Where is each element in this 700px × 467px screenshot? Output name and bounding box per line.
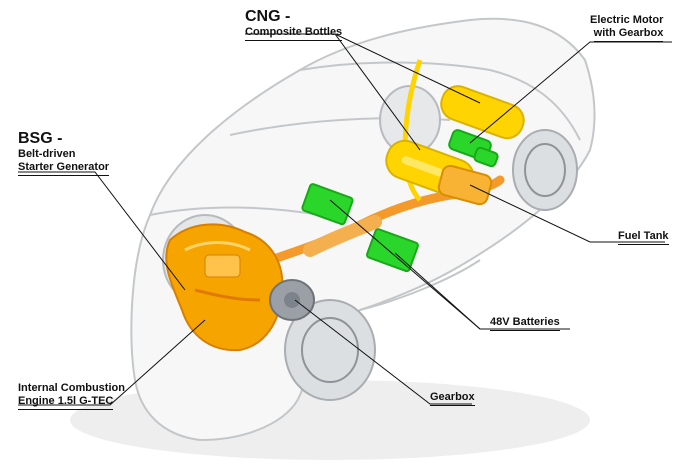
batteries-text: 48V Batteries [490, 316, 560, 331]
wheel-icon [284, 299, 376, 401]
ice-line2: Engine 1.5l G-TEC [18, 395, 114, 410]
wheels [162, 85, 578, 401]
gearbox-icon [269, 279, 315, 321]
electric-motor-label: Electric Motor with Gearbox [590, 14, 664, 42]
fuel-tank-text: Fuel Tank [618, 230, 669, 245]
battery-pack-icon [366, 228, 419, 273]
electric-motor-line2: with Gearbox [593, 27, 664, 42]
leader-lines [18, 33, 672, 406]
bsg-label: BSG - Belt-driven Starter Generator [18, 130, 110, 176]
bsg-title: BSG - [18, 130, 63, 147]
cng-bottle-icon [440, 85, 525, 140]
fuel-tank-icon [437, 164, 493, 206]
ice-label: Internal Combustion Engine 1.5l G-TEC [18, 382, 125, 410]
cng-label: CNG - Composite Bottles [245, 8, 343, 41]
bsg-line1: Belt-driven [18, 148, 76, 160]
engine-icon [165, 223, 284, 352]
batteries-label: 48V Batteries [490, 316, 560, 331]
cng-title: CNG - [245, 8, 291, 25]
electric-motor-icon [448, 129, 499, 168]
battery-pack-icon [301, 183, 354, 226]
gearbox-text: Gearbox [430, 391, 475, 406]
wheel-icon [512, 129, 578, 211]
fuel-tank-label: Fuel Tank [618, 230, 669, 245]
cng-subtitle: Composite Bottles [245, 26, 343, 41]
exhaust-pipe [303, 215, 382, 257]
ice-line1: Internal Combustion [18, 382, 125, 394]
gearbox-label: Gearbox [430, 391, 475, 406]
bsg-line2: Starter Generator [18, 161, 110, 176]
electric-motor-line1: Electric Motor [590, 14, 664, 26]
